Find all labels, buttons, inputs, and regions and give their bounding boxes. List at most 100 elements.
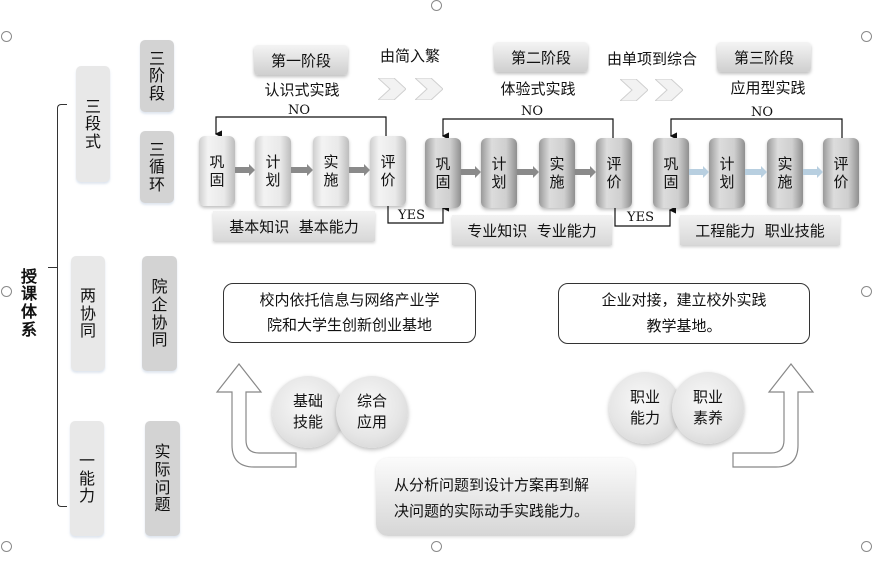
loop-1-step-plan[interactable]: 计划 <box>255 136 291 206</box>
vertical-char: 同 <box>151 330 168 350</box>
flow-arrow-icon <box>689 166 709 178</box>
step-label: 实施 <box>777 155 793 191</box>
category-one-ability[interactable]: 一能力 <box>70 421 104 536</box>
vertical-char: 际 <box>154 459 171 479</box>
flow-arrow-icon <box>517 166 539 178</box>
tree-bracket <box>57 104 67 268</box>
resize-handle[interactable] <box>431 0 442 11</box>
loop-2-step-implement[interactable]: 实施 <box>539 138 575 208</box>
loop-3-no-line <box>669 118 843 140</box>
loop-1-step-consolidate[interactable]: 巩固 <box>199 136 235 206</box>
loop-1-step-evaluate[interactable]: 评价 <box>370 136 406 206</box>
ability-line-1: 从分析问题到设计方案再到解 <box>394 476 590 494</box>
loop-3-step-consolidate[interactable]: 巩固 <box>653 138 689 208</box>
professional-literacy-circle: 职业 素养 <box>672 372 744 444</box>
vertical-char: 三 <box>148 139 165 159</box>
step-label: 评价 <box>833 155 849 191</box>
off-campus-line-1: 企业对接，建立校外实践 <box>601 291 767 309</box>
loop-1-yes-line <box>387 204 449 224</box>
stage-2-button[interactable]: 第二阶段 <box>494 42 588 72</box>
loop-2-no-label: NO <box>521 104 544 119</box>
up-turn-arrow-icon <box>215 363 297 468</box>
resize-handle[interactable] <box>861 541 872 552</box>
subcategory-school-enterprise[interactable]: 院企协同 <box>142 256 177 371</box>
tree-bracket <box>57 268 67 507</box>
circle-line: 职业 <box>692 388 723 406</box>
vertical-char: 三 <box>84 96 101 116</box>
loop-3-step-plan[interactable]: 计划 <box>709 138 745 208</box>
loop-1-step-implement[interactable]: 实施 <box>313 136 349 206</box>
subcategory-three-cycles[interactable]: 三循环 <box>140 131 174 203</box>
flow-arrow-icon <box>235 164 255 176</box>
vertical-char: 式 <box>84 131 101 151</box>
circle-line: 能力 <box>629 409 660 427</box>
loop-2-step-evaluate[interactable]: 评价 <box>596 138 632 208</box>
step-label: 实施 <box>549 155 565 191</box>
vertical-char: 力 <box>78 486 95 506</box>
ability-line-2: 决问题的实际动手实践能力。 <box>394 502 590 521</box>
loop-2-step-consolidate[interactable]: 巩固 <box>425 138 461 208</box>
subcategory-real-problems[interactable]: 实际问题 <box>145 421 180 536</box>
basic-skills-circle: 基础 技能 <box>272 376 344 448</box>
vertical-char: 题 <box>154 495 171 515</box>
circle-line: 综合 <box>356 392 387 410</box>
chevron-right-icon <box>415 78 443 100</box>
step-label: 评价 <box>606 155 622 191</box>
resize-handle[interactable] <box>1 31 12 42</box>
off-campus-line-2: 教学基地。 <box>646 316 722 335</box>
step-label: 评价 <box>380 153 396 189</box>
flow-arrow-icon <box>745 166 767 178</box>
flow-arrow-icon <box>803 166 823 178</box>
loop-2-step-plan[interactable]: 计划 <box>481 138 517 208</box>
off-campus-base-box: 企业对接，建立校外实践 教学基地。 <box>558 283 810 344</box>
chevron-right-icon <box>620 79 648 101</box>
vertical-char: 同 <box>79 321 96 341</box>
step-label: 巩固 <box>435 155 451 191</box>
resize-handle[interactable] <box>431 541 442 552</box>
stage-3-button[interactable]: 第三阶段 <box>717 42 811 72</box>
circle-line: 素养 <box>692 409 723 427</box>
resize-handle[interactable] <box>1 541 12 552</box>
loop-3-step-implement[interactable]: 实施 <box>767 138 803 208</box>
loop-1-caption: 基本知识 基本能力 <box>213 211 375 241</box>
vertical-char: 能 <box>78 468 95 488</box>
integrated-application-circle: 综合 应用 <box>336 376 408 448</box>
vertical-char: 环 <box>148 174 165 194</box>
vertical-char: 协 <box>79 303 96 323</box>
step-label: 计划 <box>265 153 281 189</box>
step-label: 实施 <box>323 153 339 189</box>
vertical-char: 企 <box>151 294 168 314</box>
resize-handle[interactable] <box>861 31 872 42</box>
resize-handle[interactable] <box>1 286 12 297</box>
vertical-char: 院 <box>151 277 168 297</box>
stage-1-subtitle: 认识式实践 <box>264 81 340 99</box>
step-label: 计划 <box>491 155 507 191</box>
loop-1-no-label: NO <box>288 103 311 118</box>
practical-ability-box: 从分析问题到设计方案再到解 决问题的实际动手实践能力。 <box>376 458 635 536</box>
category-three-phase[interactable]: 三段式 <box>76 66 110 182</box>
vertical-char: 段 <box>84 114 101 134</box>
vertical-char: 协 <box>151 312 168 332</box>
chevron-right-icon <box>378 78 406 100</box>
flow-arrow-icon <box>575 166 596 178</box>
loop-3-step-evaluate[interactable]: 评价 <box>823 138 859 208</box>
on-campus-line-1: 校内依托信息与网络产业学 <box>259 290 440 309</box>
vertical-char: 三 <box>148 48 165 68</box>
resize-handle[interactable] <box>861 286 872 297</box>
on-campus-base-box: 校内依托信息与网络产业学 院和大学生创新创业基地 <box>223 283 476 343</box>
circle-line: 技能 <box>292 413 323 431</box>
loop-1-no-line <box>214 116 387 138</box>
step-label: 巩固 <box>209 153 225 189</box>
vertical-char: 体 <box>20 302 37 321</box>
connector-simple-to-complex: 由简入繁 <box>380 47 441 65</box>
vertical-char: 实 <box>154 442 171 462</box>
vertical-char: 授 <box>20 266 37 286</box>
stage-1-button[interactable]: 第一阶段 <box>254 45 348 75</box>
vertical-char: 一 <box>78 451 95 471</box>
flow-arrow-icon <box>349 164 370 176</box>
subcategory-three-stages[interactable]: 三阶段 <box>140 40 174 112</box>
step-label: 计划 <box>719 155 735 191</box>
category-two-collab[interactable]: 两协同 <box>71 256 105 371</box>
